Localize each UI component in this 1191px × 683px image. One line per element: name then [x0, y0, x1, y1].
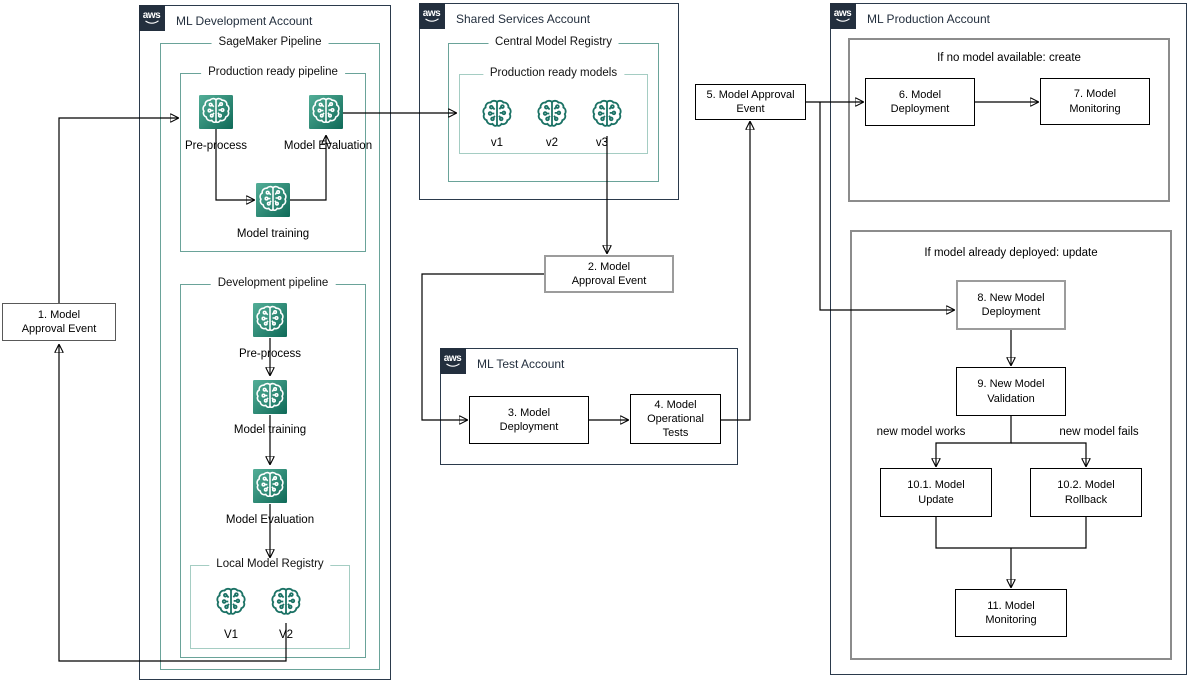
registry-v2-label: v2: [545, 137, 559, 149]
production-ready-pipeline-box: Production ready pipeline: [180, 66, 366, 252]
step-8-new-model-deployment: 8. New Model Deployment: [956, 280, 1066, 330]
model-version-icon: [537, 99, 567, 127]
aws-logo-text: aws: [443, 352, 462, 364]
step-7-model-monitoring: 7. Model Monitoring: [1040, 78, 1150, 125]
model-version-icon: [482, 99, 512, 127]
step-10-2-model-rollback: 10.2. Model Rollback: [1030, 468, 1142, 517]
central-model-registry-label: Central Model Registry: [488, 36, 619, 48]
step-1-model-approval-event: 1. Model Approval Event: [2, 303, 116, 341]
aws-logo-icon: aws: [439, 347, 466, 374]
sagemaker-model-training-icon: [256, 183, 290, 217]
prod-training-label: Model training: [236, 228, 310, 240]
aws-smile-icon: [835, 17, 850, 22]
account-title-shared: Shared Services Account: [456, 12, 591, 26]
model-version-icon: [216, 587, 246, 615]
development-pipeline-box: Development pipeline: [180, 277, 366, 658]
prod-evaluation-label: Model Evaluation: [283, 140, 373, 152]
dev-preprocess-label: Pre-process: [239, 348, 301, 360]
prod-preprocess-label: Pre-process: [185, 140, 247, 152]
sagemaker-model-evaluation-icon: [253, 469, 287, 503]
account-title-production: ML Production Account: [867, 12, 990, 26]
sagemaker-preprocess-icon: [199, 95, 233, 129]
local-model-registry-label: Local Model Registry: [209, 558, 331, 570]
development-pipeline-label: Development pipeline: [210, 277, 336, 289]
condition-update-label: If model already deployed: update: [924, 247, 1098, 259]
step-3-model-deployment: 3. Model Deployment: [469, 396, 589, 444]
production-ready-models-label: Production ready models: [482, 67, 625, 79]
account-title-test: ML Test Account: [477, 357, 565, 371]
aws-smile-icon: [144, 19, 159, 24]
step-5-model-approval-event: 5. Model Approval Event: [695, 84, 806, 120]
dev-evaluation-label: Model Evaluation: [225, 514, 315, 526]
dev-training-label: Model training: [233, 424, 307, 436]
sagemaker-model-training-icon: [253, 380, 287, 414]
aws-logo-text: aws: [142, 9, 161, 21]
local-v1-label: V1: [223, 629, 239, 641]
model-version-icon: [592, 99, 622, 127]
sagemaker-preprocess-icon: [253, 303, 287, 337]
step-6-model-deployment: 6. Model Deployment: [865, 78, 975, 126]
branch-fails-label: new model fails: [1059, 426, 1139, 438]
step-11-model-monitoring: 11. Model Monitoring: [955, 589, 1067, 637]
production-ready-pipeline-label: Production ready pipeline: [201, 66, 345, 78]
sagemaker-model-evaluation-icon: [309, 95, 343, 129]
local-v2-label: V2: [278, 629, 294, 641]
aws-logo-text: aws: [833, 7, 852, 19]
aws-logo-text: aws: [422, 7, 441, 19]
account-title-development: ML Development Account: [176, 14, 313, 28]
aws-logo-icon: aws: [138, 4, 165, 31]
condition-create-label: If no model available: create: [937, 52, 1081, 64]
aws-logo-icon: aws: [829, 2, 856, 29]
step-10-1-model-update: 10.1. Model Update: [880, 468, 992, 517]
step-9-new-model-validation: 9. New Model Validation: [956, 367, 1066, 416]
step-4-model-operational-tests: 4. Model Operational Tests: [630, 394, 721, 444]
step-2-model-approval-event: 2. Model Approval Event: [544, 255, 674, 293]
sagemaker-pipeline-label: SageMaker Pipeline: [211, 36, 329, 48]
registry-v1-label: v1: [490, 137, 504, 149]
aws-logo-icon: aws: [418, 2, 445, 29]
branch-works-label: new model works: [876, 426, 966, 438]
model-version-icon: [271, 587, 301, 615]
aws-smile-icon: [424, 17, 439, 22]
production-ready-models-box: Production ready models: [459, 67, 648, 154]
registry-v3-label: v3: [595, 137, 609, 149]
